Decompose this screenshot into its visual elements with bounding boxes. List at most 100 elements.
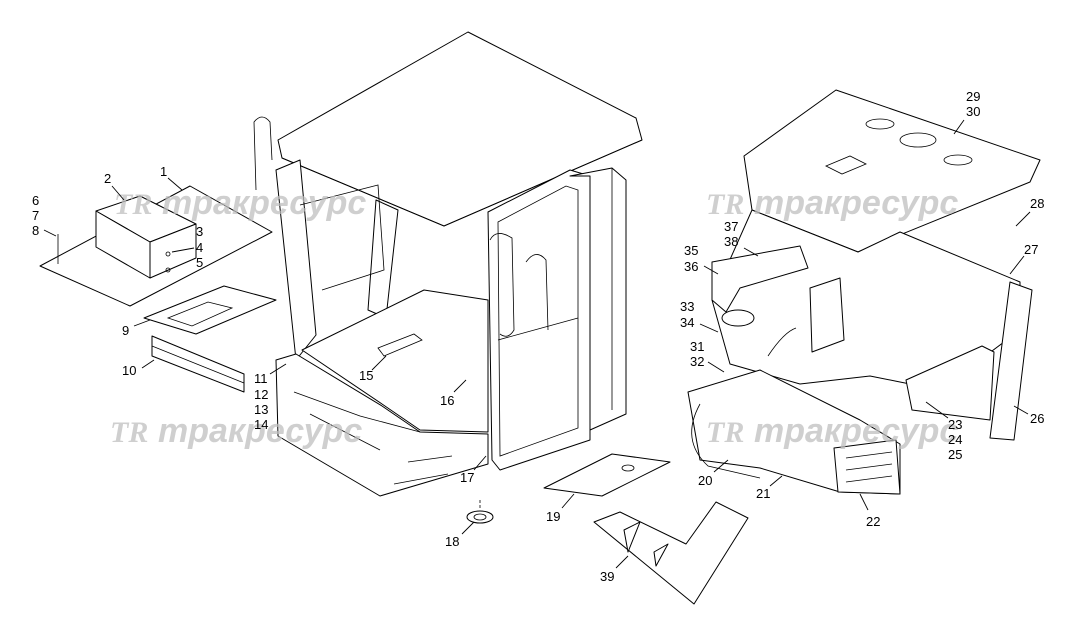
leader-line bbox=[953, 119, 965, 135]
callout-31: 31 bbox=[690, 339, 704, 354]
callout-number: 10 bbox=[122, 363, 136, 378]
plate-part bbox=[143, 285, 277, 335]
callout-8: 8 bbox=[32, 223, 57, 238]
watermark-2: TR тракресурс bbox=[706, 184, 958, 222]
callout-5: 5 bbox=[196, 255, 203, 270]
callout-28: 28 bbox=[1015, 196, 1044, 227]
leader-line bbox=[1015, 211, 1031, 227]
callout-22: 22 bbox=[859, 493, 880, 529]
watermark-1: TR тракресурс bbox=[114, 184, 366, 222]
watermark-logo: TR bbox=[110, 416, 148, 449]
callout-number: 26 bbox=[1030, 411, 1044, 426]
callout-35: 35 bbox=[684, 243, 698, 258]
callout-number: 30 bbox=[966, 104, 980, 119]
callout-number: 5 bbox=[196, 255, 203, 270]
leader-line bbox=[167, 177, 183, 191]
lamp-bracket-part bbox=[711, 245, 809, 327]
callout-number: 15 bbox=[359, 368, 373, 383]
callout-19: 19 bbox=[546, 493, 575, 524]
callout-4: 4 bbox=[171, 240, 203, 255]
watermark-text: тракресурс bbox=[162, 184, 366, 222]
leader-line bbox=[699, 323, 719, 333]
callout-number: 37 bbox=[724, 219, 738, 234]
leader-line bbox=[133, 319, 151, 327]
pedal-mat-part bbox=[593, 501, 749, 605]
callout-number: 9 bbox=[122, 323, 129, 338]
callout-number: 32 bbox=[690, 354, 704, 369]
callout-27: 27 bbox=[1009, 242, 1038, 275]
callout-26: 26 bbox=[1013, 405, 1044, 426]
callout-number: 2 bbox=[104, 171, 111, 186]
callout-number: 7 bbox=[32, 208, 39, 223]
callout-3: 3 bbox=[196, 224, 203, 239]
watermark-logo: TR bbox=[114, 188, 152, 221]
leader-line bbox=[769, 475, 783, 487]
leader-line bbox=[925, 401, 949, 419]
watermark: TR тракресурс TR тракресурс TR тракресур… bbox=[110, 184, 958, 450]
callout-number: 39 bbox=[600, 569, 614, 584]
side-panel-part bbox=[905, 281, 1033, 441]
leader-line bbox=[713, 459, 729, 473]
storage-box-part bbox=[57, 195, 197, 279]
callout-20: 20 bbox=[698, 459, 729, 488]
callout-number: 23 bbox=[948, 417, 962, 432]
callout-30: 30 bbox=[953, 104, 980, 135]
callout-number: 4 bbox=[196, 240, 203, 255]
watermark-4: TR тракресурс bbox=[706, 412, 958, 450]
callout-number: 31 bbox=[690, 339, 704, 354]
leader-line bbox=[1009, 255, 1025, 275]
callout-number: 3 bbox=[196, 224, 203, 239]
watermark-text: тракресурс bbox=[754, 184, 958, 222]
callout-number: 27 bbox=[1024, 242, 1038, 257]
callout-number: 6 bbox=[32, 193, 39, 208]
leader-line bbox=[703, 265, 719, 275]
callout-number: 13 bbox=[254, 402, 268, 417]
callout-number: 12 bbox=[254, 387, 268, 402]
cab-part bbox=[253, 31, 643, 497]
callout-18: 18 bbox=[445, 521, 475, 549]
callout-number: 19 bbox=[546, 509, 560, 524]
callout-13: 13 bbox=[254, 402, 268, 417]
callout-16: 16 bbox=[440, 379, 467, 408]
callout-9: 9 bbox=[122, 319, 151, 338]
trim-strip-part bbox=[151, 335, 245, 393]
callout-15: 15 bbox=[359, 355, 387, 383]
watermark-text: тракресурс bbox=[754, 412, 958, 450]
callout-number: 35 bbox=[684, 243, 698, 258]
leader-line bbox=[171, 247, 195, 253]
callout-37: 37 bbox=[724, 219, 738, 234]
leader-line bbox=[371, 355, 387, 371]
leader-line bbox=[561, 493, 575, 509]
callout-number: 36 bbox=[684, 259, 698, 274]
callout-number: 18 bbox=[445, 534, 459, 549]
callout-number: 14 bbox=[254, 417, 268, 432]
leader-line bbox=[461, 521, 475, 535]
callout-7: 7 bbox=[32, 208, 39, 223]
callout-21: 21 bbox=[756, 475, 783, 501]
leader-line bbox=[743, 247, 759, 257]
callout-17: 17 bbox=[460, 455, 487, 485]
callout-38: 38 bbox=[724, 234, 759, 257]
callout-number: 20 bbox=[698, 473, 712, 488]
callout-2: 2 bbox=[104, 171, 125, 201]
callout-number: 25 bbox=[948, 447, 962, 462]
leader-line bbox=[473, 455, 487, 471]
leader-line bbox=[453, 379, 467, 393]
callout-36: 36 bbox=[684, 259, 719, 275]
callout-11: 11 bbox=[254, 363, 287, 386]
leader-line bbox=[111, 185, 125, 201]
callout-32: 32 bbox=[690, 354, 725, 373]
callout-number: 38 bbox=[724, 234, 738, 249]
leader-line bbox=[859, 493, 869, 511]
leader-line bbox=[269, 363, 287, 375]
callout-number: 22 bbox=[866, 514, 880, 529]
callout-number: 34 bbox=[680, 315, 694, 330]
leader-line bbox=[43, 229, 57, 237]
callout-number: 1 bbox=[160, 164, 167, 179]
callout-number: 21 bbox=[756, 486, 770, 501]
callout-24: 24 bbox=[948, 432, 962, 447]
callout-29: 29 bbox=[966, 89, 980, 104]
watermark-logo: TR bbox=[706, 188, 744, 221]
callout-number: 33 bbox=[680, 299, 694, 314]
